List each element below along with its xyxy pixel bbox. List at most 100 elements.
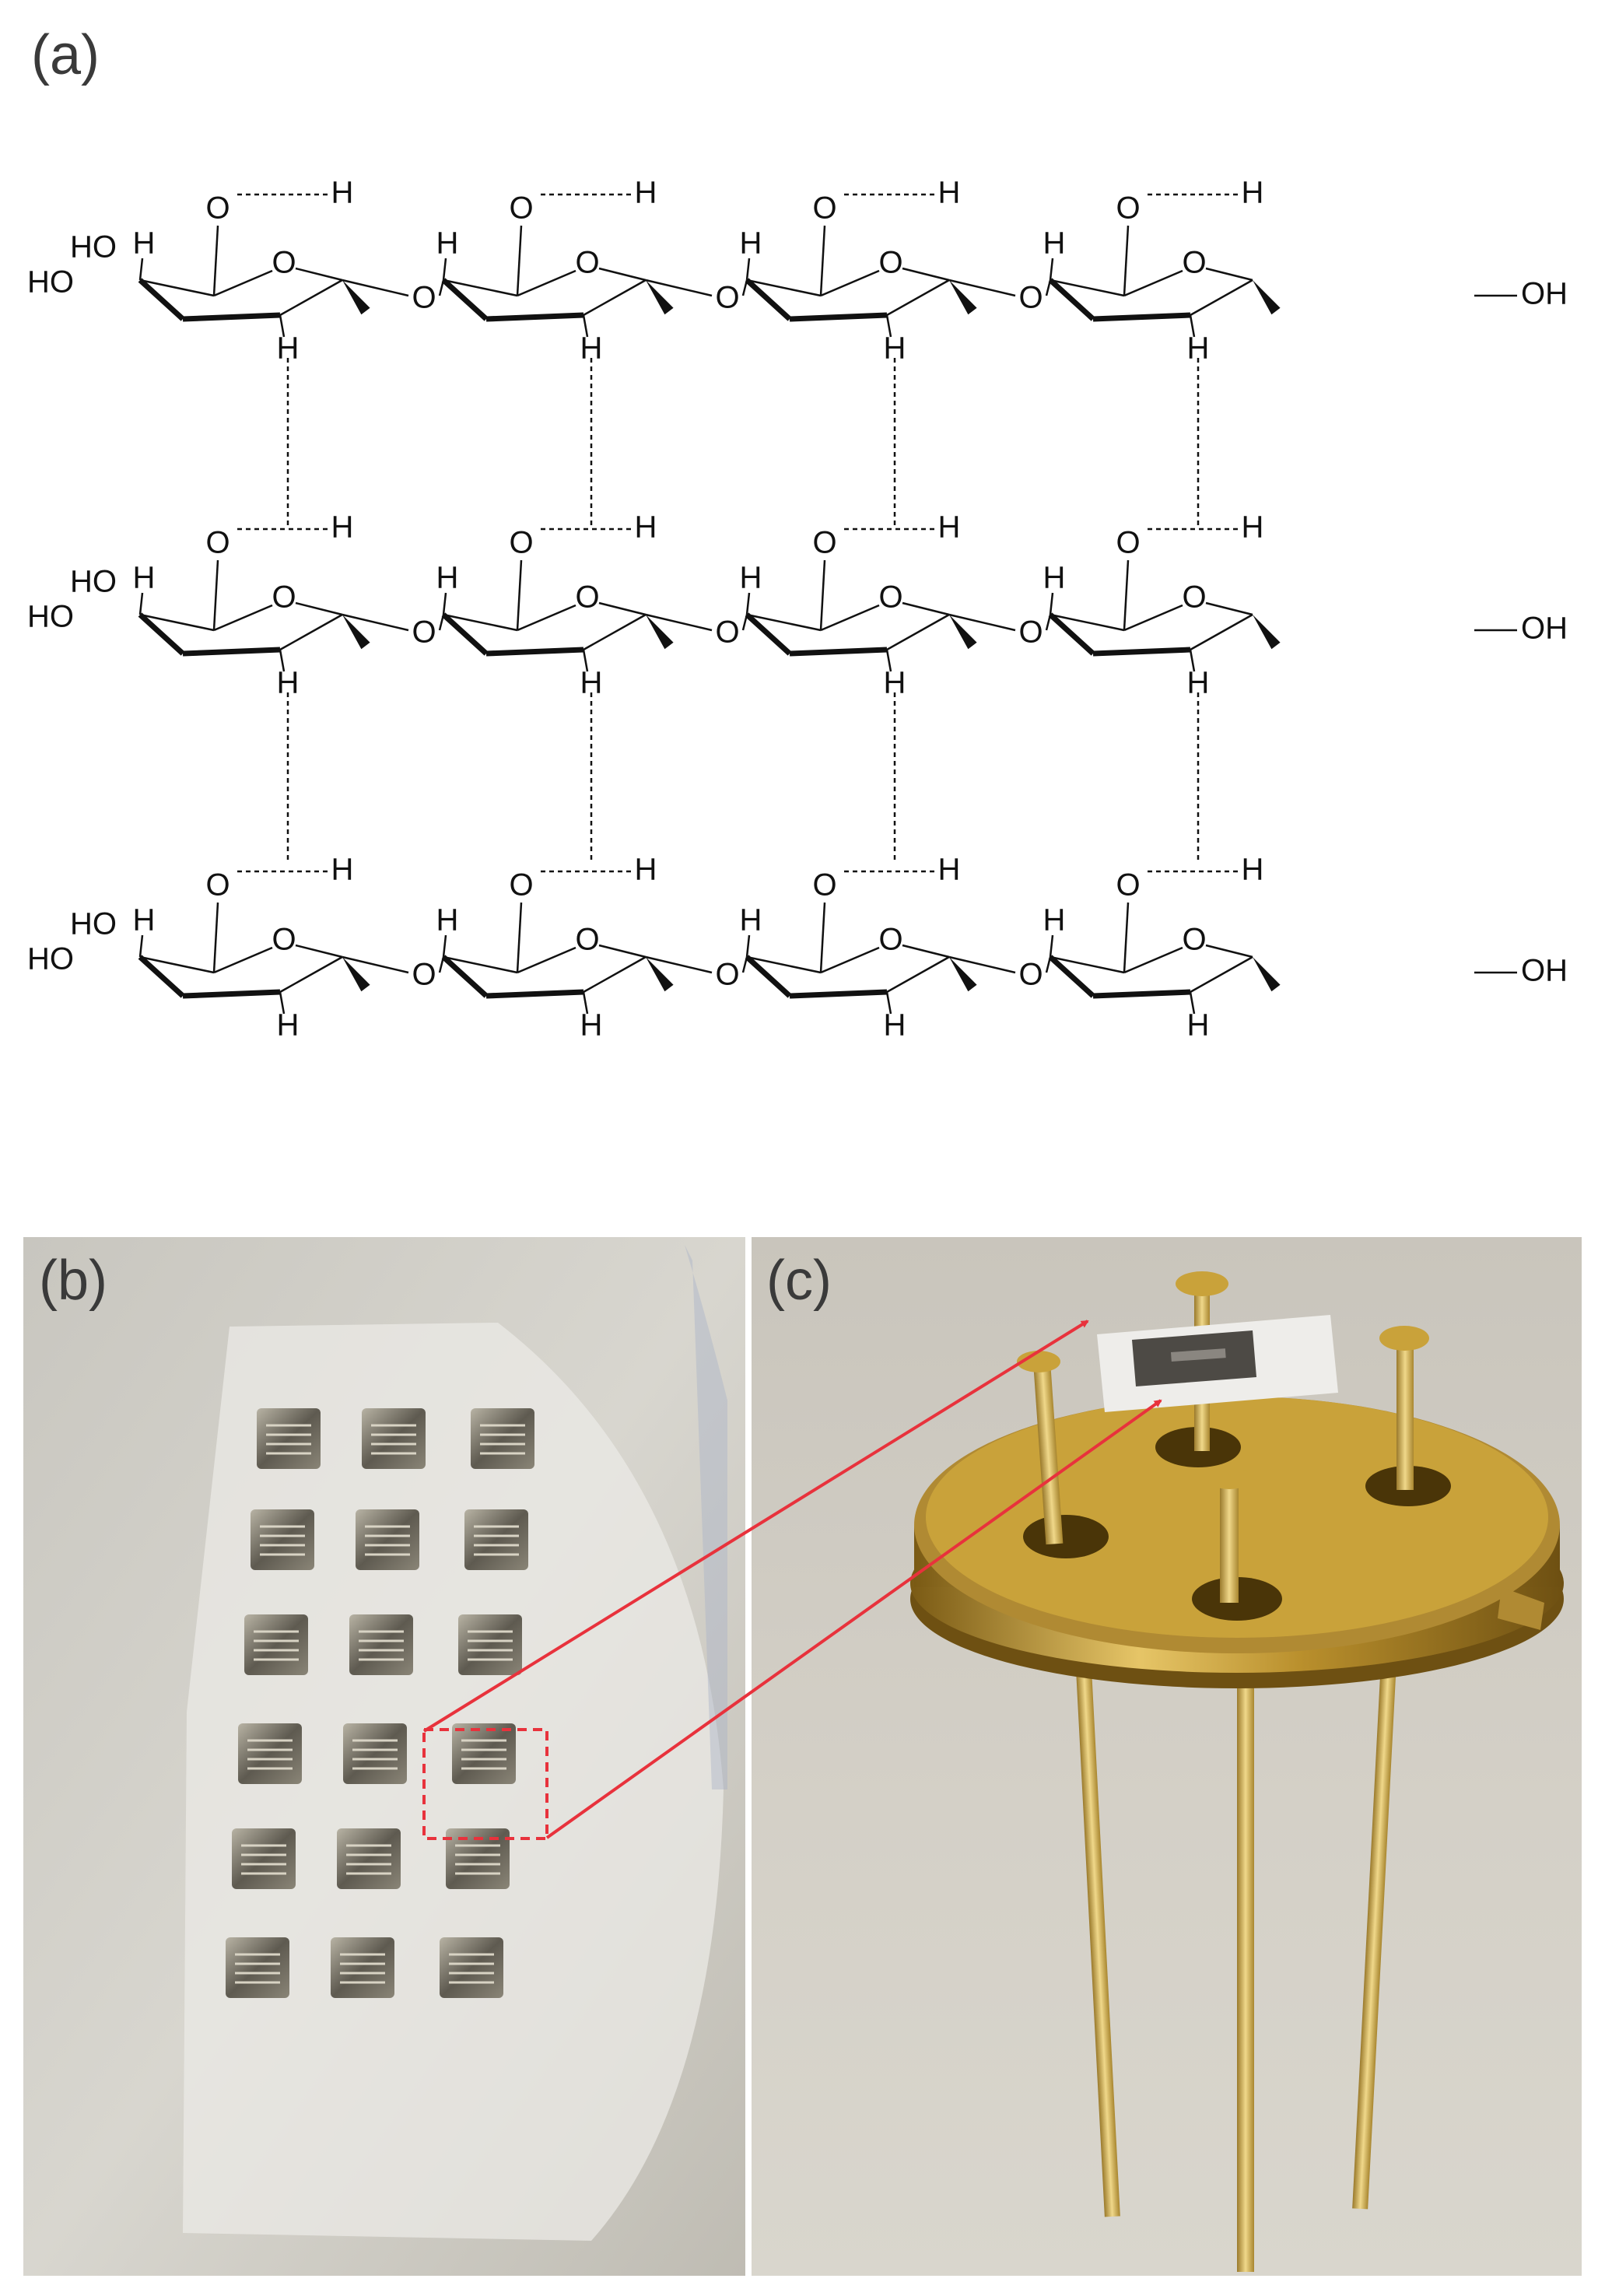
row2-ring0-bond: [139, 955, 215, 974]
row2-ring3-bond: [1190, 955, 1253, 994]
row2-ring2-bond: [819, 902, 826, 973]
row2-ring3-bond: [1189, 991, 1196, 1015]
row0-ring3-bond: [1050, 279, 1125, 297]
row2-ring1-bond: [598, 944, 647, 959]
row2-ring1-bond: [443, 955, 518, 974]
row2-ring1-hydrogen: H: [436, 903, 459, 938]
row2-ring0-front-bond: [182, 989, 281, 999]
post-back-head: [1176, 1271, 1228, 1296]
row1-bond-hydrogen: H: [938, 510, 961, 545]
row0-glycosidic-bond: [741, 279, 748, 296]
row1-ring0-front-bond: [138, 612, 185, 656]
row2-ring1-bond: [442, 934, 447, 958]
lead-pin-middle: [1237, 1603, 1254, 2272]
row0-ring2-wedge: [949, 280, 977, 315]
row2-ring3-front-bond: [1048, 955, 1095, 998]
row2-ring2-front-bond: [789, 989, 888, 999]
sensor-pad-r6-c3: [440, 1937, 503, 1998]
row1-glycosidic-bond: [948, 613, 1016, 632]
row1-glycosidic-bond: [741, 614, 748, 631]
row0-ring3-ring-oxygen: O: [1182, 246, 1206, 280]
row2-ring2-bond: [885, 991, 892, 1015]
row0-ring3-wedge: [1253, 280, 1281, 315]
row1-ring2-bond: [885, 649, 892, 672]
row2-ring1-front-bond: [441, 955, 489, 998]
row0-ring1-bond: [442, 258, 447, 281]
sensor-pad-r3-c3: [458, 1614, 522, 1675]
row2-ring0-bond: [212, 902, 219, 973]
row0-ring0-hydrogen: H: [133, 226, 156, 261]
row0-ring3-bond: [1123, 269, 1183, 297]
sensor-pad-r5-c1: [232, 1828, 296, 1889]
row0-ring1-bond: [582, 314, 589, 338]
sensor-array: [226, 1408, 534, 1998]
arrow-upper: [422, 1320, 1089, 1733]
row1-glycosidic-oxygen: O: [1018, 615, 1043, 650]
row2-ring3-ring-oxygen: O: [1182, 923, 1206, 957]
row2-ring3-front-bond: [1092, 989, 1191, 999]
row1-ring3-hydroxyl-oxygen: O: [1116, 526, 1140, 560]
row1-ring1-wedge: [646, 615, 674, 650]
row1-bond-hydrogen: H: [331, 510, 354, 545]
row1-ring1-bond: [582, 649, 589, 672]
row0-ring0-ring-oxygen: O: [272, 246, 296, 280]
row1-ring2-front-bond: [789, 647, 888, 657]
row1-ring1-front-bond: [441, 612, 489, 656]
sensor-pad-r6-c1: [226, 1937, 289, 1998]
row2-ring2-front-bond: [745, 955, 792, 998]
row0-ring1-bond: [443, 279, 518, 297]
row1-ring2-bond: [746, 613, 822, 632]
row0-ring3-front-bond: [1048, 278, 1095, 321]
row0-glycosidic-bond: [645, 279, 713, 297]
row0-ring0-hydroxyl-oxygen: O: [205, 191, 230, 226]
row1-ring3-bond: [1049, 592, 1054, 615]
row0-glycosidic-bond: [342, 279, 409, 297]
row1-ring1-bond: [443, 613, 518, 632]
row2-bond-hydrogen: H: [331, 853, 354, 887]
row0-glycosidic-bond: [438, 279, 445, 296]
row1-ring2-ring-oxygen: O: [878, 580, 902, 615]
header-tab: [1498, 1587, 1544, 1630]
row0-ring2-hydroxyl-oxygen: O: [812, 191, 836, 226]
highlighted-sensor-box: [422, 1728, 548, 1840]
row1-terminal-ho: HO: [70, 565, 117, 599]
row0-bond-hydrogen: H: [331, 176, 354, 210]
row1-ring1-bond: [583, 613, 647, 651]
row0-ring2-ring-oxygen: O: [878, 246, 902, 280]
sensor-pad-r4-c2: [343, 1723, 407, 1784]
row0-ring3-bond: [1189, 314, 1196, 338]
row0-ring0-bond: [212, 225, 219, 296]
row0-ring2-bond: [820, 269, 880, 297]
row1-ring3-front-bond: [1092, 647, 1191, 657]
row0-ring2-bond: [902, 267, 950, 282]
row1-ring1-hydrogen: H: [436, 561, 459, 595]
row2-ring0-bond: [138, 934, 144, 958]
row0-ring2-bond: [746, 279, 822, 297]
row0-bond-hydrogen: H: [635, 176, 657, 210]
substrate-edge: [685, 1245, 727, 1789]
sensor-pad-r1-c2: [362, 1408, 426, 1469]
row1-ring0-bond: [212, 559, 219, 631]
row2-ring0-bond: [213, 946, 273, 974]
row1-ring3-hydrogen: H: [1043, 561, 1066, 595]
row0-ring1-hydrogen: H: [436, 226, 459, 261]
row0-ring3-bond: [1205, 267, 1253, 282]
row2-ring0-wedge: [342, 957, 370, 992]
row0-ring1-wedge: [646, 280, 674, 315]
row2-bond-hydrogen: H: [938, 853, 961, 887]
row0-ring2-bond: [819, 225, 826, 296]
row2-ring0-hydrogen: H: [277, 1008, 300, 1043]
row1-ring2-bond: [886, 613, 950, 651]
row0-terminal-oh: OH: [1521, 277, 1568, 311]
sensor-pad-r3-c1: [244, 1614, 308, 1675]
row1-ring3-bond: [1189, 649, 1196, 672]
row0-ring1-bond: [517, 269, 576, 297]
row0-ring0-bond: [295, 267, 343, 282]
row2-glycosidic-oxygen: O: [715, 958, 739, 992]
post-left-head: [1017, 1351, 1060, 1372]
arrow-lower: [545, 1399, 1162, 1839]
row1-glycosidic-oxygen: O: [412, 615, 436, 650]
row1-ring2-bond: [745, 592, 751, 615]
row2-ring3-bond: [1050, 955, 1125, 974]
